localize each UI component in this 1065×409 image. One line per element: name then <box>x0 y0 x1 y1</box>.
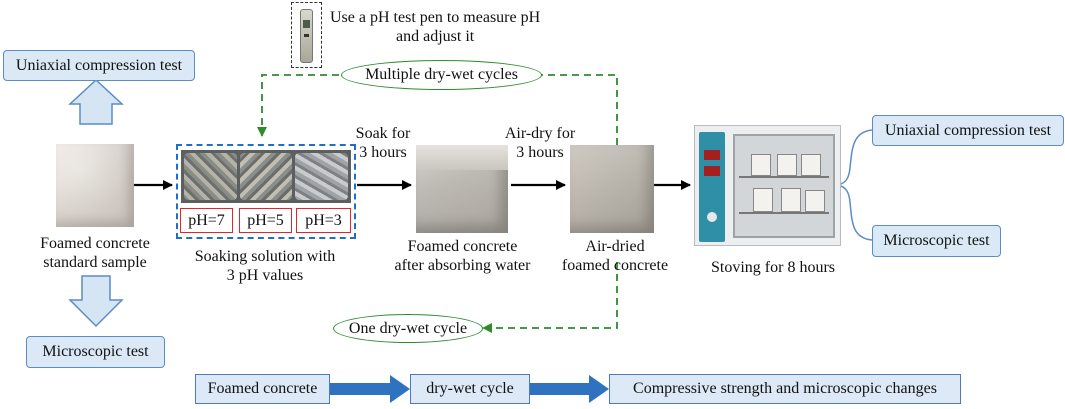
oven-control-panel <box>699 132 725 242</box>
oven-chamber <box>733 134 835 238</box>
container-1 <box>184 153 237 200</box>
one-cycle-dashed-path <box>482 262 618 333</box>
container-3 <box>295 153 349 200</box>
multiple-cycles-label: Multiple dry-wet cycles <box>341 60 542 90</box>
ph-label-3: pH=3 <box>296 208 351 233</box>
flow-step-dry-wet-cycle: dry-wet cycle <box>410 374 530 404</box>
flow-arrow-1 <box>330 375 410 403</box>
flow-step-foamed-concrete: Foamed concrete <box>195 374 330 404</box>
container-2 <box>239 153 293 200</box>
down-hollow-arrow <box>68 275 124 328</box>
absorbed-sample-image <box>416 145 508 233</box>
left-microscopic-test-box: Microscopic test <box>26 336 165 368</box>
flow-step-result: Compressive strength and microscopic cha… <box>609 374 961 404</box>
stoving-caption: Stoving for 8 hours <box>711 259 835 276</box>
ph-label-7: pH=7 <box>180 208 233 233</box>
up-hollow-arrow <box>68 78 124 125</box>
one-cycle-label: One dry-wet cycle <box>333 314 483 343</box>
right-microscopic-test-box: Microscopic test <box>872 225 1001 257</box>
standard-sample-image <box>56 144 134 227</box>
right-brace <box>837 129 873 241</box>
soaking-solution-image <box>181 150 351 203</box>
ph-label-5: pH=5 <box>239 208 292 233</box>
ph-pen-caption: Use a pH test pen to measure pH and adju… <box>330 9 541 45</box>
flow-arrow-2 <box>530 375 609 403</box>
oven-image <box>694 125 841 246</box>
soaking-frame <box>176 144 356 239</box>
ph-pen-icon <box>300 9 313 63</box>
ph-pen-frame <box>291 2 322 68</box>
left-compression-test-box: Uniaxial compression test <box>3 50 195 81</box>
right-compression-test-box: Uniaxial compression test <box>872 115 1064 146</box>
airdried-sample-image <box>570 145 654 233</box>
